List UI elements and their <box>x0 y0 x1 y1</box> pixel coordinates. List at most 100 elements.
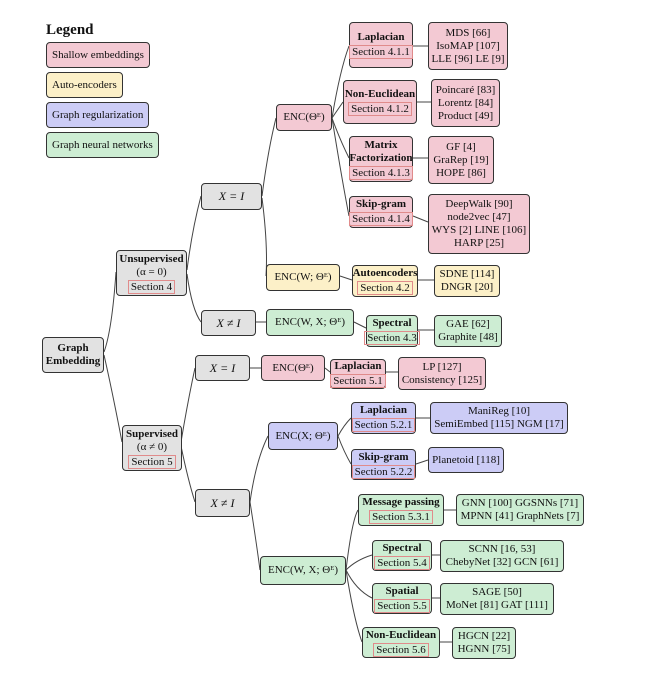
ref-item: ManiReg [10] <box>467 405 530 417</box>
method-non-euclidean-4-1-2: Non-Euclidean Section 4.1.2 <box>343 80 417 124</box>
encoder-sup-shallow: ENC(Θᴱ) <box>261 355 325 381</box>
ref-item: LP [127] <box>422 360 462 373</box>
ref-item: SAGE [50] <box>472 586 522 598</box>
ref-item: LLE [96] LE [9] <box>431 52 505 65</box>
refs-skip-gram-4-1-4: DeepWalk [90] node2vec [47] WYS [2] LINE… <box>428 194 530 254</box>
ref-item: HARP [25] <box>453 237 504 249</box>
method-message-passing-5-3-1: Message passing Section 5.3.1 <box>358 494 444 526</box>
refs-spectral-5-4: SCNN [16, 53] ChebyNet [32] GCN [61] <box>440 540 564 572</box>
ref-item: DeepWalk [90] <box>445 198 513 210</box>
ref-item: GraRep [19] <box>433 153 489 166</box>
legend-auto-encoders: Auto-encoders <box>46 72 123 98</box>
unsupervised-node: Unsupervised (α = 0) Section 4 <box>116 250 187 296</box>
legend-title: Legend <box>46 22 94 38</box>
method-title: Non-Euclidean <box>365 628 437 641</box>
refs-non-euclidean-4-1-2: Poincaré [83] Lorentz [84] Product [49] <box>431 79 500 127</box>
method-section: Section 5.3.1 <box>369 510 433 524</box>
method-spectral-5-4: Spectral Section 5.4 <box>372 540 432 571</box>
condition-unsup-x-eq-i: X = I <box>201 183 262 210</box>
ref-item: Graphite [48] <box>438 331 498 343</box>
method-laplacian-5-1: Laplacian Section 5.1 <box>330 359 386 389</box>
refs-non-euclidean-5-6: HGCN [22] HGNN [75] <box>452 627 516 659</box>
method-matrix-factorization-4-1-3: Matrix Factorization Section 4.1.3 <box>349 136 413 182</box>
method-title: Skip-gram <box>355 198 407 210</box>
method-spectral-4-3: Spectral Section 4.3 <box>364 315 420 347</box>
encoder-sup-gnn: ENC(W, X; Θᴱ) <box>260 556 346 585</box>
ref-item: Product [49] <box>437 109 494 122</box>
ref-item: HOPE [86] <box>436 166 486 179</box>
ref-item: WYS [2] LINE [106] <box>431 224 527 236</box>
method-section: Section 5.2.2 <box>351 464 416 479</box>
unsupervised-section: Section 4 <box>127 279 176 294</box>
method-section: Section 5.6 <box>373 642 429 657</box>
encoder-unsup-shallow: ENC(Θᴱ) <box>276 104 332 131</box>
method-section: Section 4.1.4 <box>349 212 413 226</box>
method-section: Section 4.1.2 <box>348 102 412 116</box>
refs-laplacian-5-1: LP [127] Consistency [125] <box>398 357 486 390</box>
method-title: Spatial <box>385 584 419 597</box>
method-title: Non-Euclidean <box>344 88 416 100</box>
refs-matrix-factorization-4-1-3: GF [4] GraRep [19] HOPE [86] <box>428 136 494 184</box>
ref-item: IsoMAP [107] <box>436 39 500 52</box>
method-title: Autoencoders <box>352 267 418 279</box>
method-title: Laplacian <box>359 404 408 416</box>
encoder-unsup-autoencoder: ENC(W; Θᴱ) <box>266 264 340 291</box>
method-section: Section 4.3 <box>364 331 420 345</box>
ref-item: DNGR [20] <box>440 281 494 293</box>
refs-laplacian-5-2-1: ManiReg [10] SemiEmbed [115] NGM [17] <box>430 402 568 434</box>
ref-item: MPNN [41] GraphNets [7] <box>460 510 580 522</box>
method-title: Message passing <box>362 496 440 508</box>
refs-autoencoders-4-2: SDNE [114] DNGR [20] <box>434 265 500 297</box>
supervised-node: Supervised (α ≠ 0) Section 5 <box>122 425 182 471</box>
ref-item: HGCN [22] <box>457 630 511 642</box>
unsupervised-title: Unsupervised <box>119 252 184 265</box>
method-skip-gram-5-2-2: Skip-gram Section 5.2.2 <box>351 449 416 480</box>
ref-item: SCNN [16, 53] <box>468 543 536 555</box>
method-section: Section 4.1.1 <box>349 45 413 59</box>
refs-spectral-4-3: GAE [62] Graphite [48] <box>434 315 502 347</box>
refs-message-passing-5-3-1: GNN [100] GGSNNs [71] MPNN [41] GraphNet… <box>456 494 584 526</box>
legend-shallow-embeddings: Shallow embeddings <box>46 42 150 68</box>
legend-graph-regularization: Graph regularization <box>46 102 150 128</box>
method-title: Laplacian <box>357 31 405 43</box>
method-skip-gram-4-1-4: Skip-gram Section 4.1.4 <box>349 196 413 228</box>
method-title: Spectral <box>372 317 412 329</box>
method-title: Spectral <box>382 541 422 554</box>
ref-item: SDNE [114] <box>439 268 495 280</box>
method-laplacian-4-1-1: Laplacian Section 4.1.1 <box>349 22 413 68</box>
ref-item: GF [4] <box>446 140 476 153</box>
method-title-line1: Matrix <box>364 138 398 151</box>
method-section: Section 5.2.1 <box>351 418 416 432</box>
ref-item: Lorentz [84] <box>437 96 494 109</box>
method-spatial-5-5: Spatial Section 5.5 <box>372 583 432 614</box>
ref-item: SemiEmbed [115] NGM [17] <box>434 418 564 430</box>
condition-sup-x-neq-i: X ≠ I <box>195 489 250 517</box>
method-non-euclidean-5-6: Non-Euclidean Section 5.6 <box>362 627 440 658</box>
refs-laplacian-4-1-1: MDS [66] IsoMAP [107] LLE [96] LE [9] <box>428 22 508 70</box>
ref-item: Poincaré [83] <box>435 83 496 96</box>
graph-embedding-root: Graph Embedding <box>42 337 104 373</box>
ref-item: HGNN [75] <box>457 643 511 655</box>
ref-item: MoNet [81] GAT [111] <box>446 599 548 611</box>
method-section: Section 5.1 <box>330 374 386 388</box>
ref-item: GNN [100] GGSNNs [71] <box>461 497 579 509</box>
supervised-section: Section 5 <box>128 454 176 469</box>
encoder-unsup-spectral: ENC(W, X; Θᴱ) <box>266 309 354 336</box>
encoder-sup-regularization: ENC(X; Θᴱ) <box>268 422 338 450</box>
ref-item: MDS [66] <box>445 26 491 39</box>
method-laplacian-5-2-1: Laplacian Section 5.2.1 <box>351 402 416 434</box>
refs-skip-gram-5-2-2: Planetoid [118] <box>428 447 504 473</box>
method-title: Skip-gram <box>358 450 409 463</box>
legend-graph-neural-networks: Graph neural networks <box>46 132 159 158</box>
refs-spatial-5-5: SAGE [50] MoNet [81] GAT [111] <box>440 583 554 615</box>
ref-item: ChebyNet [32] GCN [61] <box>445 556 559 568</box>
root-line2: Embedding <box>45 355 101 367</box>
method-section: Section 5.4 <box>374 555 430 570</box>
ref-item: GAE [62] <box>446 318 490 330</box>
method-autoencoders-4-2: Autoencoders Section 4.2 <box>352 265 418 297</box>
method-section: Section 4.1.3 <box>349 165 413 180</box>
unsupervised-condition: (α = 0) <box>136 265 167 278</box>
condition-unsup-x-neq-i: X ≠ I <box>201 310 256 336</box>
root-line1: Graph <box>57 342 89 354</box>
